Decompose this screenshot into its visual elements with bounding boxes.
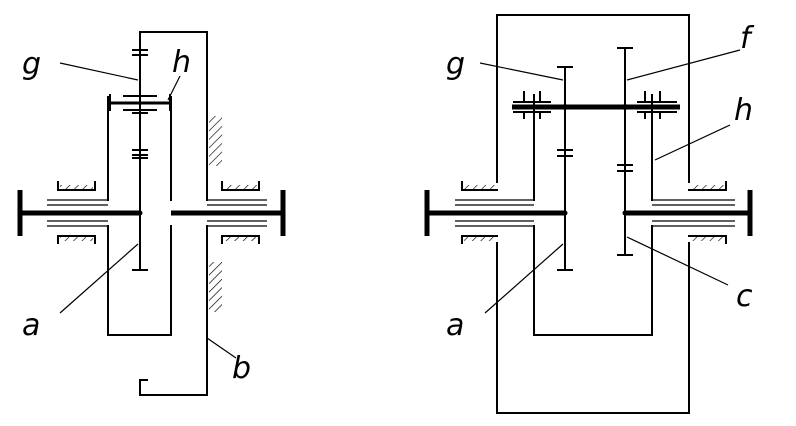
right-input-shaft: [424, 190, 565, 236]
left-planet-gear-g: [109, 49, 171, 159]
left-bearing-output: [207, 181, 267, 244]
left-mechanism: g h a b: [17, 31, 286, 396]
leader-line-a-right: [484, 243, 564, 314]
leader-line-g-left: [59, 62, 139, 81]
leader-line-f-right: [626, 49, 741, 81]
right-gear-a: [557, 66, 573, 271]
right-output-shaft: [625, 190, 753, 236]
leader-line-h-left: [167, 75, 181, 101]
left-carrier: [107, 96, 172, 336]
leader-line-b-left: [206, 337, 237, 359]
leader-line-h-right: [654, 124, 731, 161]
leader-line-c-right: [626, 236, 729, 286]
right-outer-housing: [496, 14, 690, 414]
label-a-right: a: [446, 308, 464, 343]
right-planet-shaft: [512, 91, 680, 119]
label-h-left: h: [172, 45, 191, 80]
label-b-left: b: [232, 351, 251, 386]
right-bearing-input: [455, 181, 534, 244]
left-sun-gear-a: [132, 157, 148, 271]
left-output-shaft: [171, 190, 286, 236]
right-bearing-output: [652, 181, 735, 244]
right-gear-f-c: [617, 47, 633, 256]
label-g-left: g: [22, 47, 41, 82]
label-g-right: g: [446, 47, 465, 82]
label-h-right: h: [734, 93, 753, 128]
right-mechanism: g f h a c: [424, 14, 755, 414]
leader-line-g-right: [479, 62, 564, 81]
label-a-left: a: [22, 308, 40, 343]
leader-line-a-left: [59, 243, 139, 314]
label-f-right: f: [740, 21, 755, 56]
left-bearing-input: [47, 181, 108, 244]
left-input-shaft: [17, 190, 140, 236]
label-c-right: c: [736, 279, 753, 314]
